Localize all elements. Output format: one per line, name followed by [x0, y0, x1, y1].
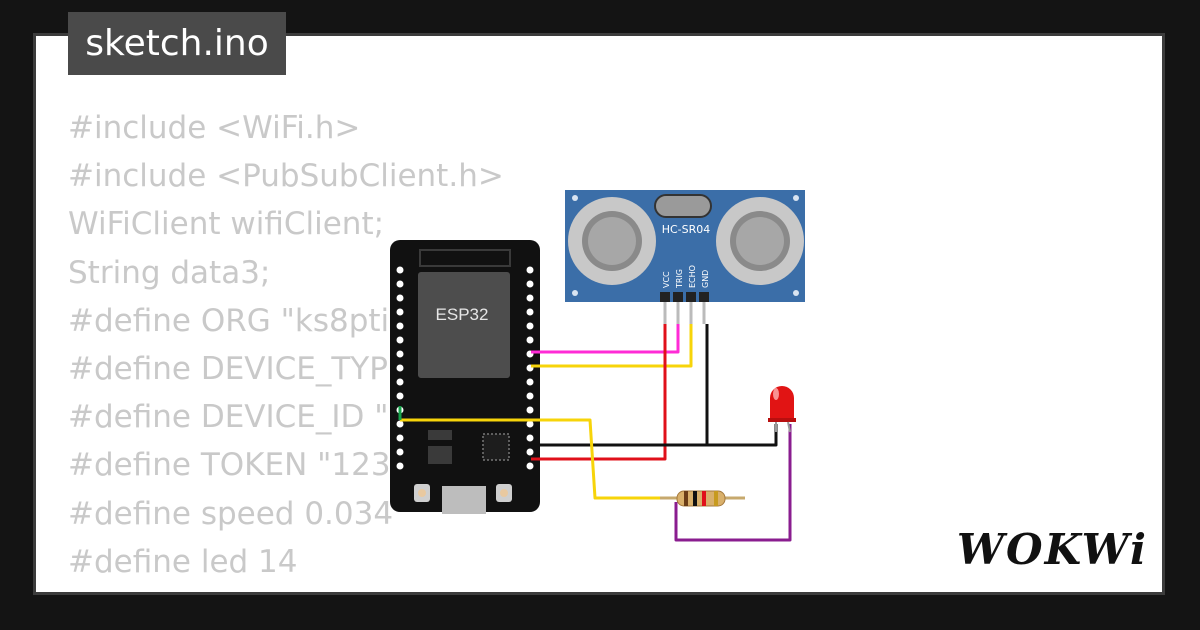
wire-gnd [531, 324, 709, 447]
pin-label-gnd: GND [701, 270, 710, 288]
code-line: WiFiClient wifiClient; [68, 206, 385, 243]
code-line: String data3; [68, 254, 271, 291]
wire-echo [531, 324, 693, 368]
esp32-label: ESP32 [436, 305, 489, 324]
hc-sr04-sensor[interactable]: HC-SR04 VCC TRIG ECHO GND [565, 190, 805, 324]
wire-led-cathode [707, 424, 778, 447]
code-line: #define speed 0.034 [68, 495, 394, 532]
wire-trig [531, 324, 680, 354]
wire-vcc [531, 324, 667, 461]
code-line: #define led 14 [68, 543, 298, 580]
code-listing: #include <WiFi.h> #include <PubSubClient… [68, 104, 1097, 593]
wires [398, 324, 792, 542]
esp32-left-pins [396, 266, 404, 470]
code-line: #define DEVICE_TYPE [68, 350, 408, 387]
code-line: #define DEVICE_ID "1 [68, 399, 409, 436]
code-line: #include <PubSubClient.h> [68, 158, 504, 195]
red-led[interactable] [768, 386, 796, 433]
code-card: #include <WiFi.h> #include <PubSubClient… [33, 33, 1165, 595]
pin-label-trig: TRIG [675, 269, 684, 289]
chip-icon [482, 433, 510, 461]
esp32-module [418, 272, 510, 378]
filename-tab[interactable]: sketch.ino [68, 12, 286, 75]
wokwi-logo: WOKWi [956, 525, 1148, 574]
esp32-right-pins [526, 266, 534, 470]
code-line: #define ORG "ks8pti" [68, 302, 404, 339]
pin-label-vcc: VCC [662, 271, 671, 288]
pin-label-echo: ECHO [688, 265, 697, 288]
crystal-icon [654, 194, 712, 218]
code-line: #include <WiFi.h> [68, 110, 361, 146]
code-line: char server[] = ORG ".messaging.internet… [68, 586, 1097, 593]
esp32-board[interactable]: ESP32 [390, 240, 540, 514]
code-line: #define TOKEN "1234 [68, 447, 411, 484]
wire-led-anode [674, 424, 792, 542]
resistor[interactable] [660, 490, 745, 507]
usb-port-icon [442, 486, 486, 514]
wire-led-out [400, 418, 675, 500]
sensor-label: HC-SR04 [662, 223, 711, 236]
